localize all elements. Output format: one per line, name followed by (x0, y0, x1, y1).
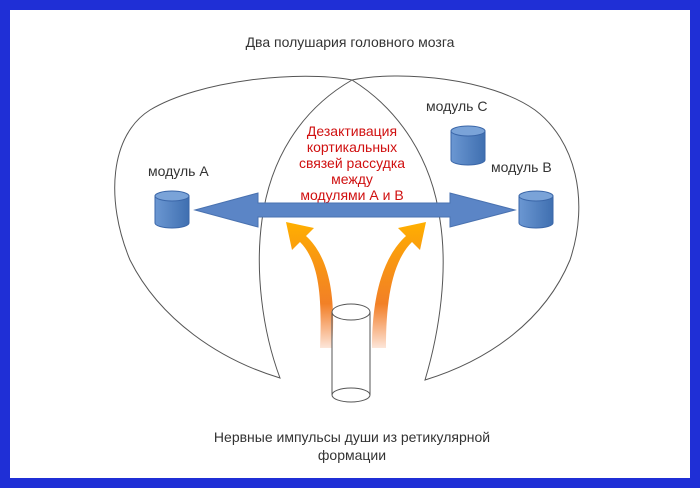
reticular-tube (331, 303, 371, 403)
module-a-cylinder (154, 190, 190, 229)
canvas-bg (10, 10, 690, 478)
right-orange-arrow (372, 222, 426, 348)
diagram-title: Два полушария головного мозга (246, 34, 455, 50)
center-line-3: связей рассудка (299, 155, 405, 171)
center-line-5: модулями А и В (300, 187, 403, 203)
left-orange-arrow (286, 222, 334, 348)
bottom-caption-line-2: формации (318, 447, 386, 463)
module-a-label: модуль А (148, 163, 209, 179)
module-c-label: модуль С (426, 98, 487, 114)
center-line-2: кортикальных (307, 139, 397, 155)
center-line-1: Дезактивация (307, 123, 397, 139)
left-hemisphere (114, 75, 354, 379)
center-line-4: между (331, 171, 373, 187)
right-hemisphere (350, 75, 580, 381)
module-b-cylinder (518, 190, 554, 229)
center-caption: Дезактивация кортикальных связей рассудк… (299, 123, 405, 203)
module-c-cylinder (450, 125, 486, 166)
module-b-label: модуль В (491, 159, 552, 175)
bottom-caption-line-1: Нервные импульсы души из ретикулярной (214, 429, 490, 445)
double-arrow (193, 192, 517, 228)
